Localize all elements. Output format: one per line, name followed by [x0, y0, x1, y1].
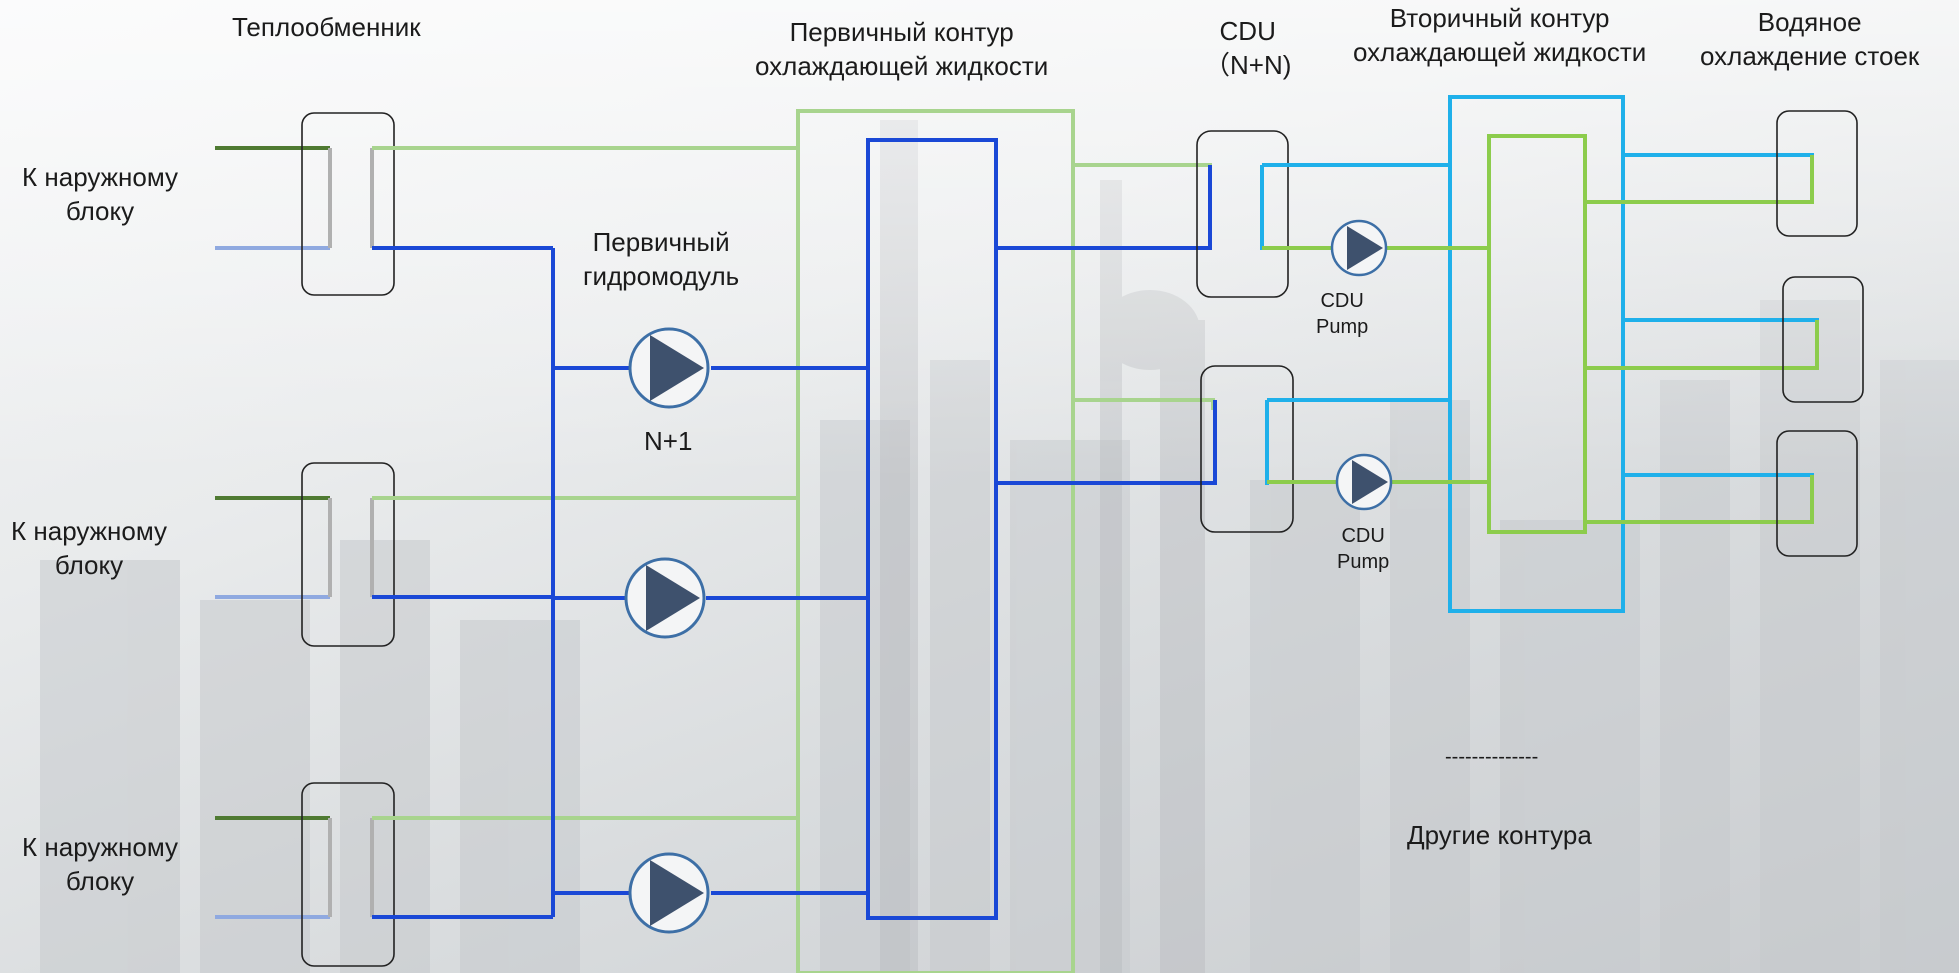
heat-exchangers	[301, 112, 395, 967]
redundancy-label: N+1	[644, 426, 693, 456]
secondary-manifold-outer	[1448, 95, 1625, 613]
outdoor-unit-label-1: К наружному блоку	[22, 162, 179, 227]
cdu-pump-label-1: CDU Pump	[1316, 290, 1369, 339]
cdu-unit-2	[1200, 365, 1294, 533]
primary-pump-1	[628, 327, 710, 409]
outdoor-unit-label-3: К наружному блоку	[22, 832, 179, 897]
primary-pump-3	[628, 852, 710, 934]
outdoor-stubs	[215, 146, 330, 919]
outdoor-unit-label-2: К наружному блоку	[11, 516, 168, 581]
heat-exchanger-title: Теплообменник	[232, 12, 421, 42]
cdu-units	[1196, 130, 1294, 533]
rack-unit-3	[1776, 430, 1858, 557]
heat-exchanger-2	[301, 462, 395, 647]
heat-exchanger-1	[301, 112, 395, 296]
secondary-green-lines	[1262, 134, 1819, 534]
primary-hydromodule-label: Первичный гидромодуль	[583, 227, 740, 292]
primary-pumps	[624, 327, 710, 934]
primary-supply-lines	[372, 138, 1215, 920]
rack-unit-1	[1776, 110, 1858, 237]
cdu-pump-2	[1335, 453, 1393, 511]
other-loops-label: Другие контура	[1407, 820, 1592, 850]
secondary-loop-title: Вторичный контур охлаждающей жидкости	[1353, 3, 1647, 68]
heat-exchanger-3	[301, 782, 395, 967]
cdu-pump-1	[1330, 219, 1388, 277]
rack-units	[1776, 110, 1864, 557]
cdu-pump-label-2: CDU Pump	[1337, 525, 1390, 574]
cdu-pumps	[1330, 219, 1393, 511]
secondary-manifold-inner	[1487, 134, 1587, 534]
rack-unit-2	[1782, 276, 1864, 403]
primary-pump-2	[624, 557, 706, 639]
primary-manifold-inner	[866, 138, 998, 920]
cdu-title: CDU （N+N)	[1204, 16, 1292, 81]
primary-loop-title: Первичный контур охлаждающей жидкости	[755, 17, 1049, 82]
other-loops-dashes: --------------	[1445, 746, 1539, 768]
cdu-unit-1	[1196, 130, 1289, 298]
rack-cooling-title: Водяное охлаждение стоек	[1700, 7, 1920, 72]
primary-manifold-outer	[796, 109, 1075, 973]
primary-return-lines	[372, 109, 1215, 973]
